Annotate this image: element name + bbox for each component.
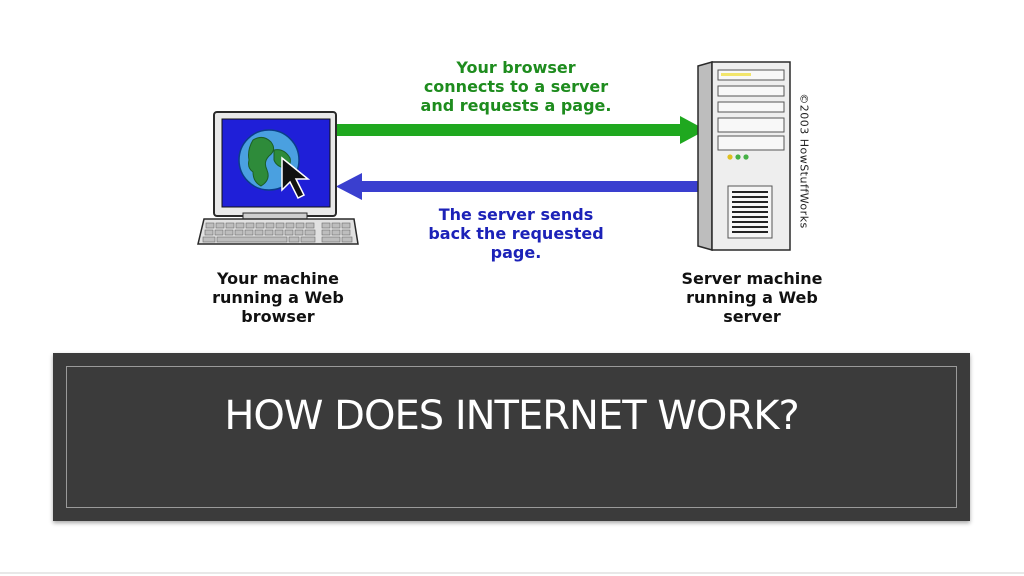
copyright-notice: ©2003 HowStuffWorks bbox=[792, 78, 816, 243]
keyboard-icon bbox=[198, 219, 358, 244]
request-caption-line: and requests a page. bbox=[400, 96, 632, 115]
request-arrow bbox=[336, 116, 706, 144]
client-label: Your machine running a Web browser bbox=[188, 269, 368, 326]
slide-title: HOW DOES INTERNET WORK? bbox=[53, 393, 970, 439]
client-label-line: Your machine bbox=[188, 269, 368, 288]
internet-diagram: Your browser connects to a server and re… bbox=[0, 0, 1024, 340]
response-caption-line: The server sends bbox=[404, 205, 628, 224]
client-label-line: browser bbox=[188, 307, 368, 326]
server-label-line: running a Web bbox=[657, 288, 847, 307]
diagram-graphics bbox=[0, 0, 1024, 340]
request-caption: Your browser connects to a server and re… bbox=[400, 58, 632, 115]
copyright-text: ©2003 HowStuffWorks bbox=[798, 93, 811, 229]
server-label-line: server bbox=[657, 307, 847, 326]
client-computer-icon bbox=[198, 112, 358, 244]
request-caption-line: Your browser bbox=[400, 58, 632, 77]
response-arrow bbox=[336, 173, 698, 200]
server-label: Server machine running a Web server bbox=[657, 269, 847, 326]
response-caption-line: page. bbox=[404, 243, 628, 262]
bottom-divider bbox=[0, 572, 1024, 574]
title-banner: HOW DOES INTERNET WORK? bbox=[53, 353, 970, 521]
request-caption-line: connects to a server bbox=[400, 77, 632, 96]
server-icon bbox=[698, 62, 790, 250]
response-caption-line: back the requested bbox=[404, 224, 628, 243]
client-label-line: running a Web bbox=[188, 288, 368, 307]
response-caption: The server sends back the requested page… bbox=[404, 205, 628, 262]
server-label-line: Server machine bbox=[657, 269, 847, 288]
